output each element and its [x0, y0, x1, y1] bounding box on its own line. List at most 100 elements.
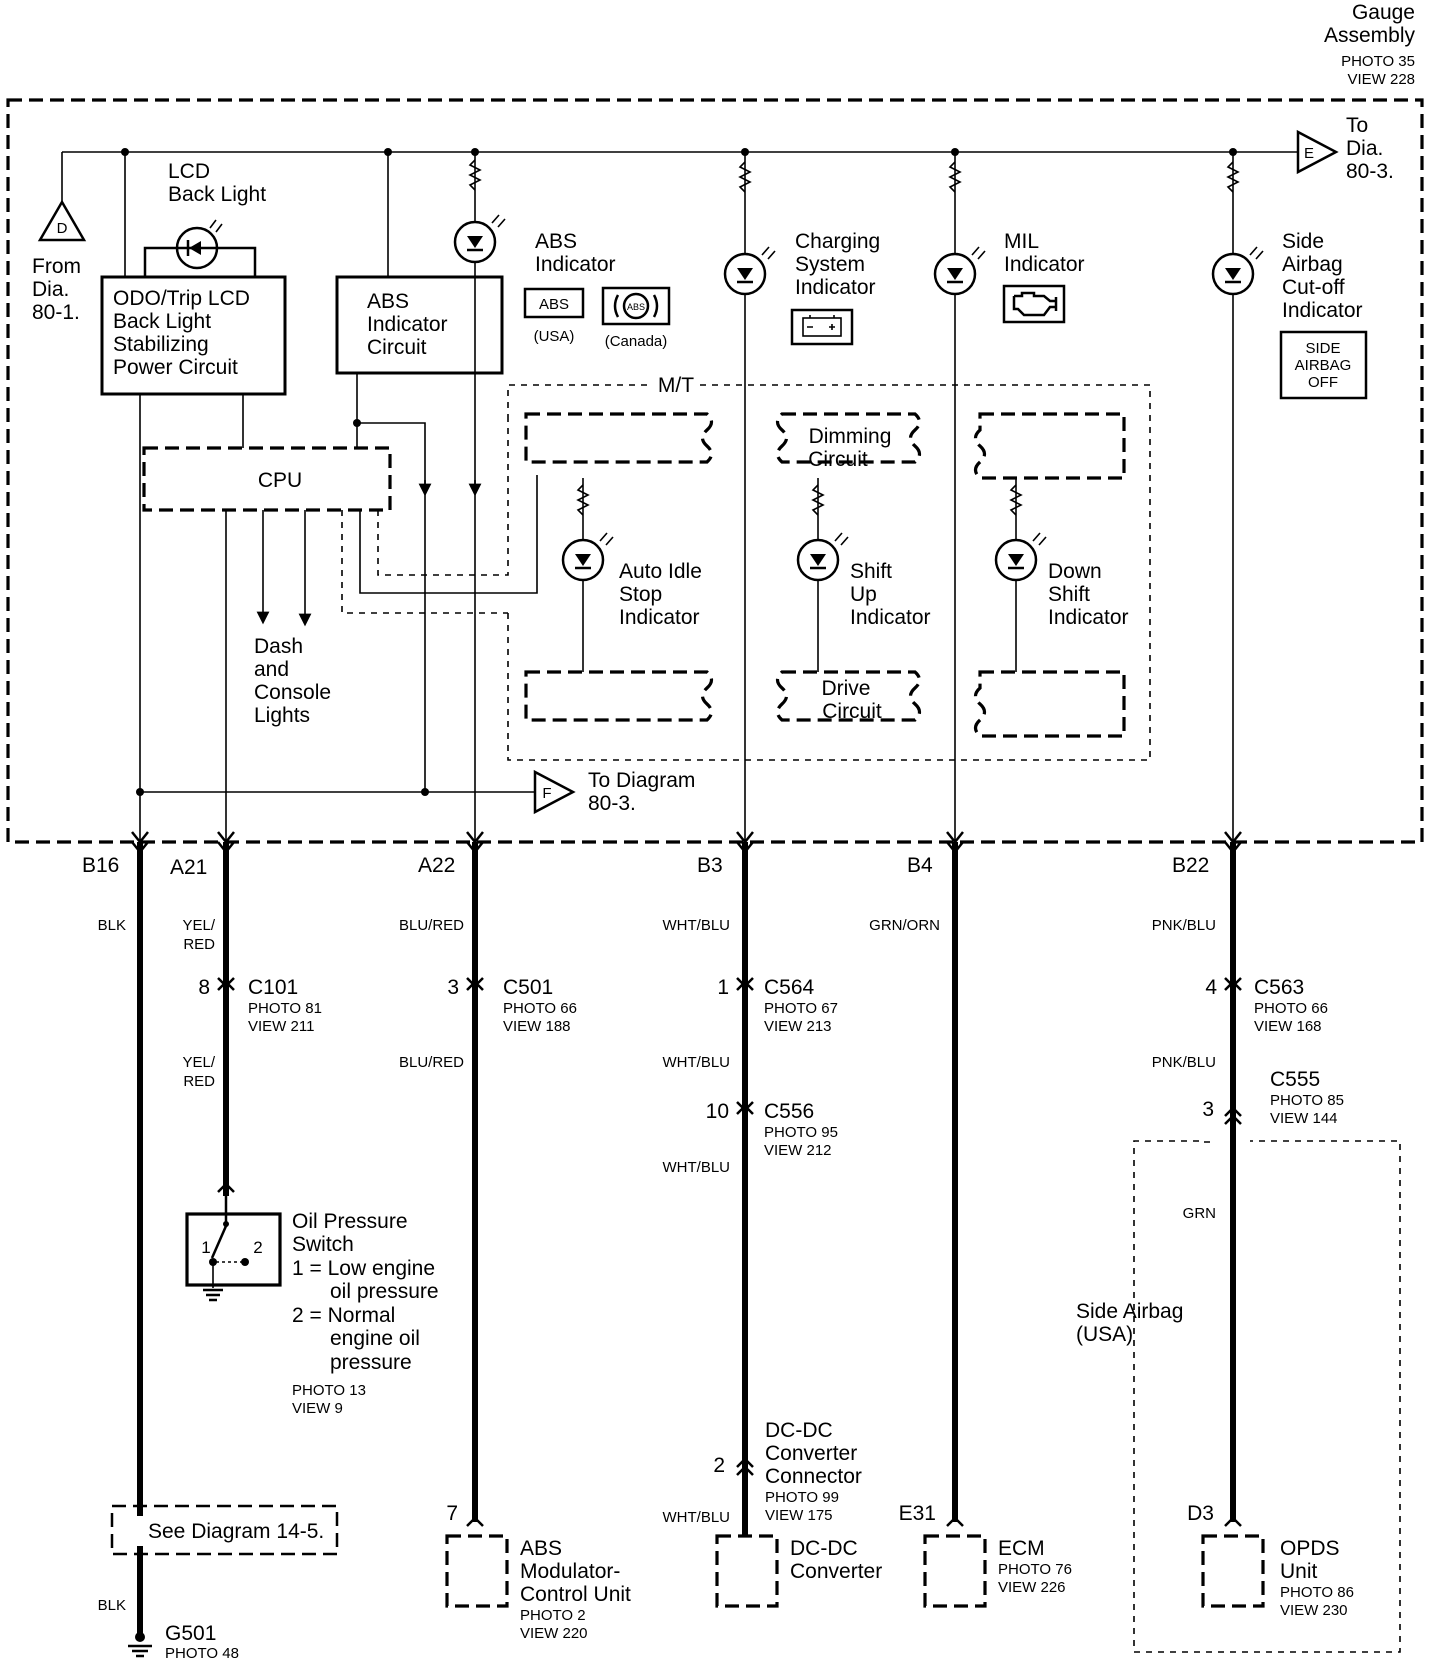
shift-up-label-2: Up [850, 583, 877, 606]
abs-mod-name-2: Modulator- [520, 1560, 620, 1583]
wire-whtblu-4: WHT/BLU [663, 1509, 731, 1526]
abs-canada-symbol: ABS [627, 302, 645, 312]
dash-label-4: Lights [254, 704, 310, 727]
wire-color-labels: BLK YEL/ RED YEL/ RED BLU/RED BLU/RED WH… [98, 917, 1216, 1614]
cpu-block: CPU [142, 446, 392, 512]
c101-photo: PHOTO 81 [248, 1000, 322, 1017]
c101-pin: 8 [198, 976, 210, 999]
shift-up-label-1: Shift [850, 560, 892, 583]
pin-b3: B3 [697, 854, 723, 877]
c555-view: VIEW 144 [1270, 1110, 1338, 1127]
c563-view: VIEW 168 [1254, 1018, 1322, 1035]
ref-e-text-1: To [1346, 114, 1368, 137]
dcdc-name-1: DC-DC [790, 1537, 858, 1560]
ref-d-text-3: 80-1. [32, 301, 80, 324]
oil-switch-title-2: Switch [292, 1233, 354, 1256]
opds-view: VIEW 230 [1280, 1602, 1348, 1619]
ref-f-letter: F [542, 785, 551, 802]
charging-label-2: System [795, 253, 865, 276]
down-shift-label-1: Down [1048, 560, 1102, 583]
side-airbag-usa-region: Side Airbag (USA) D3 OPDS Unit PHOTO 86 … [1076, 1140, 1401, 1653]
drive-label-2: Circuit [822, 700, 882, 723]
engine-icon [1002, 284, 1066, 324]
auto-idle-label-1: Auto Idle [619, 560, 702, 583]
dcdc-name-2: Converter [790, 1560, 882, 1583]
c556-name: C556 [764, 1100, 814, 1123]
auto-idle-label-2: Stop [619, 583, 662, 606]
oil-pressure-switch: 1 2 Oil Pressure Switch 1 = Low engine o… [185, 1182, 439, 1417]
c501-pin: 3 [447, 976, 459, 999]
wire-blured-2: BLU/RED [399, 1054, 464, 1071]
oil-switch-note2-3: pressure [330, 1351, 412, 1374]
pin-b16: B16 [82, 854, 119, 877]
abs-modulator-unit: 7 ABS Modulator- Control Unit PHOTO 2 VI… [445, 1502, 631, 1642]
wire-blk-top: BLK [98, 917, 126, 934]
mil-indicator-led: MIL Indicator [933, 152, 1085, 842]
c101-view: VIEW 211 [248, 1018, 314, 1035]
ref-e-text-2: Dia. [1346, 137, 1383, 160]
pin-a22: A22 [418, 854, 455, 877]
see-diagram-text: See Diagram 14-5. [148, 1520, 324, 1543]
ref-d-text-1: From [32, 255, 81, 278]
pin-b4: B4 [907, 854, 933, 877]
cpu-label: CPU [258, 469, 302, 492]
ref-e-letter: E [1304, 145, 1314, 162]
ref-d-letter: D [57, 220, 68, 237]
assembly-view: VIEW 228 [1347, 71, 1415, 88]
opds-name-2: Unit [1280, 1560, 1318, 1583]
opds-name-1: OPDS [1280, 1537, 1340, 1560]
shift-up-label-3: Indicator [850, 606, 931, 629]
abs-indicator-circuit-block: ABS Indicator Circuit [335, 275, 504, 375]
pin-a21: A21 [170, 856, 207, 879]
dcdc-connector-name-3: Connector [765, 1465, 862, 1488]
c563-pin: 4 [1205, 976, 1217, 999]
assembly-header: Gauge Assembly PHOTO 35 VIEW 228 [1324, 1, 1416, 88]
pin-labels: B16 A21 A22 B3 B4 B22 [82, 854, 1209, 879]
side-airbag-symbol-3: OFF [1308, 374, 1338, 391]
dash-label-3: Console [254, 681, 331, 704]
c555-pin: 3 [1202, 1098, 1214, 1121]
dcdc-connector-view: VIEW 175 [765, 1507, 833, 1524]
ref-to-f: F To Diagram 80-3. [533, 769, 695, 815]
wire-yelred-2a: YEL/ [182, 1054, 215, 1071]
abs-mod-name-3: Control Unit [520, 1583, 631, 1606]
oil-switch-note1-2: oil pressure [330, 1280, 439, 1303]
abs-mod-view: VIEW 220 [520, 1625, 588, 1642]
side-airbag-symbol-2: AIRBAG [1295, 357, 1352, 374]
down-shift-label-2: Shift [1048, 583, 1090, 606]
assembly-title-2: Assembly [1324, 24, 1416, 47]
abs-usa-symbol: ABS [539, 296, 569, 313]
side-airbag-label-1: Side [1282, 230, 1324, 253]
assembly-title-1: Gauge [1352, 1, 1415, 24]
ref-d-text-2: Dia. [32, 278, 69, 301]
oil-switch-title-1: Oil Pressure [292, 1210, 408, 1233]
ecm-view: VIEW 226 [998, 1579, 1066, 1596]
dcdc-connector-pin: 2 [713, 1454, 725, 1477]
wire-whtblu-3: WHT/BLU [663, 1159, 731, 1176]
lcd-backlight-label-2: Back Light [168, 183, 266, 206]
side-airbag-label-2: Airbag [1282, 253, 1343, 276]
ecm-name: ECM [998, 1537, 1045, 1560]
mt-label: M/T [658, 374, 694, 397]
g501-name: G501 [165, 1622, 216, 1645]
c556-pin: 10 [706, 1100, 729, 1123]
c564-name: C564 [764, 976, 815, 999]
c556-photo: PHOTO 95 [764, 1124, 838, 1141]
opds-photo: PHOTO 86 [1280, 1584, 1354, 1601]
drive-label-1: Drive [821, 677, 870, 700]
dash-label-2: and [254, 658, 289, 681]
oil-switch-pin2: 2 [253, 1238, 262, 1257]
odo-label-1: ODO/Trip LCD [113, 287, 250, 310]
abs-usa-label: (USA) [534, 328, 575, 345]
assembly-photo: PHOTO 35 [1341, 53, 1415, 70]
ref-from-d: D From Dia. 80-1. [32, 199, 87, 324]
dcdc-connector-photo: PHOTO 99 [765, 1489, 839, 1506]
ecm-pin: E31 [899, 1502, 936, 1525]
ecm-unit: E31 ECM PHOTO 76 VIEW 226 [899, 1502, 1072, 1608]
dimming-label-2: Circuit [808, 448, 868, 471]
wire-yelred-1b: RED [183, 936, 215, 953]
odo-label-4: Power Circuit [113, 356, 238, 379]
opds-pin: D3 [1187, 1502, 1214, 1525]
battery-icon [790, 308, 854, 346]
ref-f-text-1: To Diagram [588, 769, 695, 792]
